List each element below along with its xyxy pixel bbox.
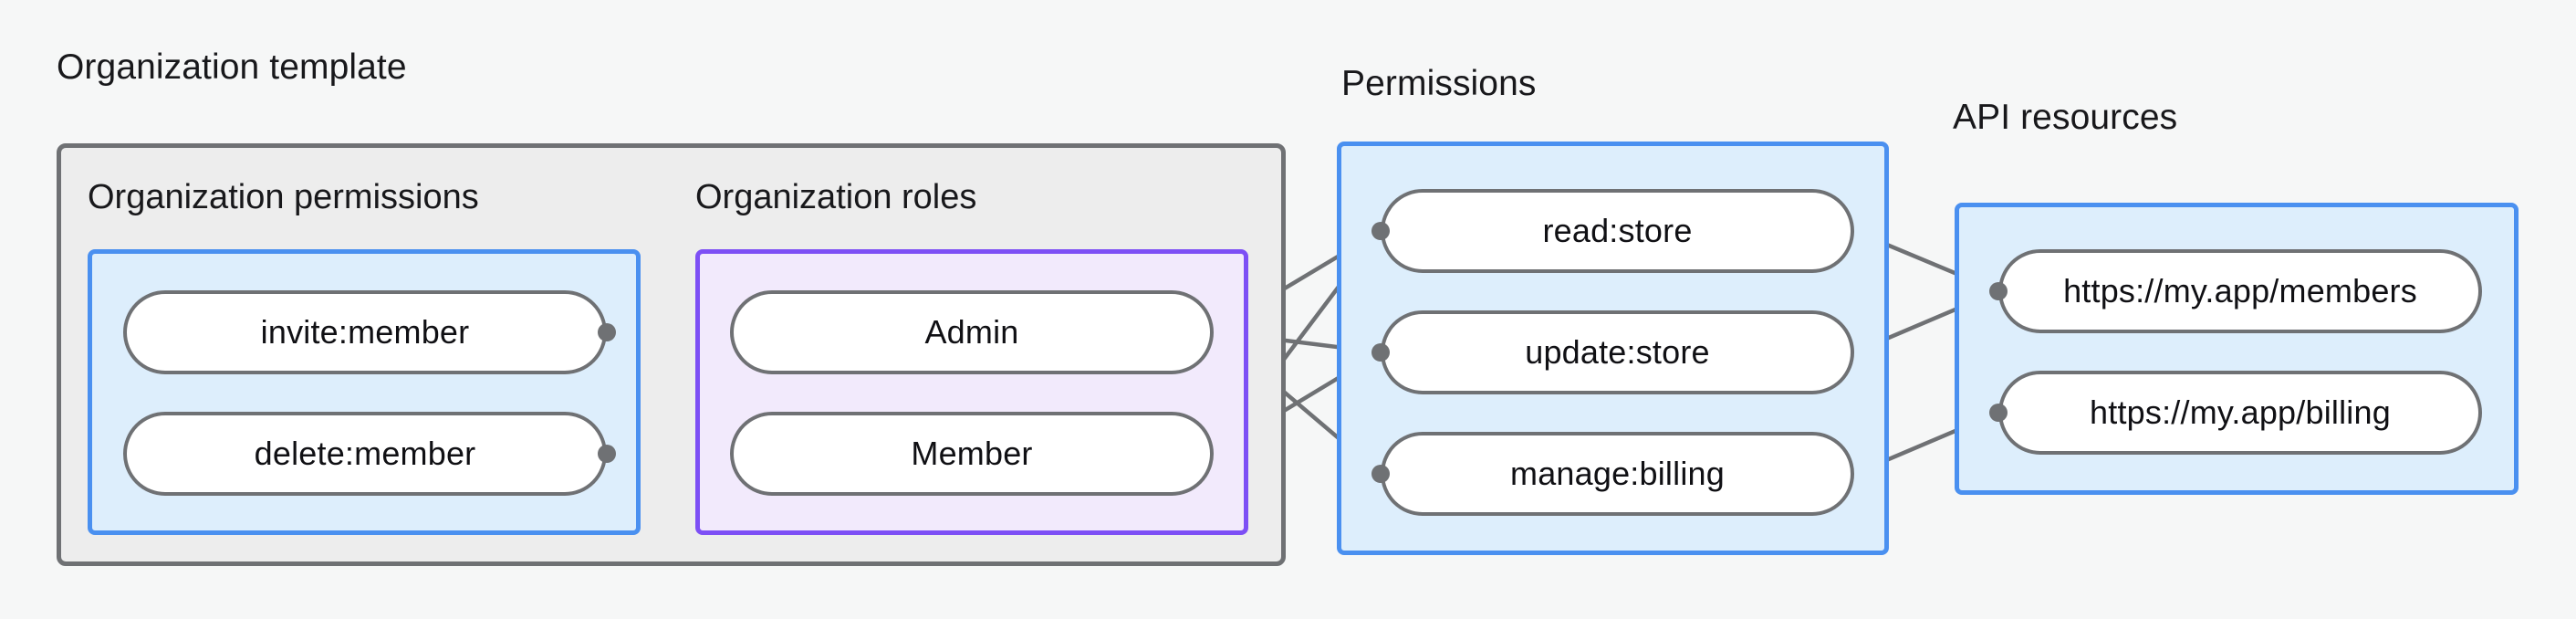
port-delete-member-out xyxy=(598,445,616,463)
port-api-members-in xyxy=(1989,282,2008,300)
port-manage-billing-in xyxy=(1371,465,1390,483)
port-invite-member-out xyxy=(598,323,616,341)
port-update-store-in xyxy=(1371,343,1390,362)
node-update-store[interactable]: update:store xyxy=(1381,310,1854,394)
node-admin[interactable]: Admin xyxy=(730,290,1214,374)
node-delete-member[interactable]: delete:member xyxy=(123,412,607,496)
subgroup-title-organization-permissions: Organization permissions xyxy=(88,178,479,216)
subgroup-title-organization-roles: Organization roles xyxy=(695,178,977,216)
node-member[interactable]: Member xyxy=(730,412,1214,496)
port-read-store-in xyxy=(1371,222,1390,240)
node-invite-member[interactable]: invite:member xyxy=(123,290,607,374)
group-title-api-resources: API resources xyxy=(1953,98,2178,137)
node-api-billing[interactable]: https://my.app/billing xyxy=(1998,371,2482,455)
node-api-members[interactable]: https://my.app/members xyxy=(1998,249,2482,333)
group-title-permissions: Permissions xyxy=(1341,64,1537,103)
node-manage-billing[interactable]: manage:billing xyxy=(1381,432,1854,516)
port-api-billing-in xyxy=(1989,404,2008,422)
node-read-store[interactable]: read:store xyxy=(1381,189,1854,273)
group-title-organization-template: Organization template xyxy=(57,47,407,87)
